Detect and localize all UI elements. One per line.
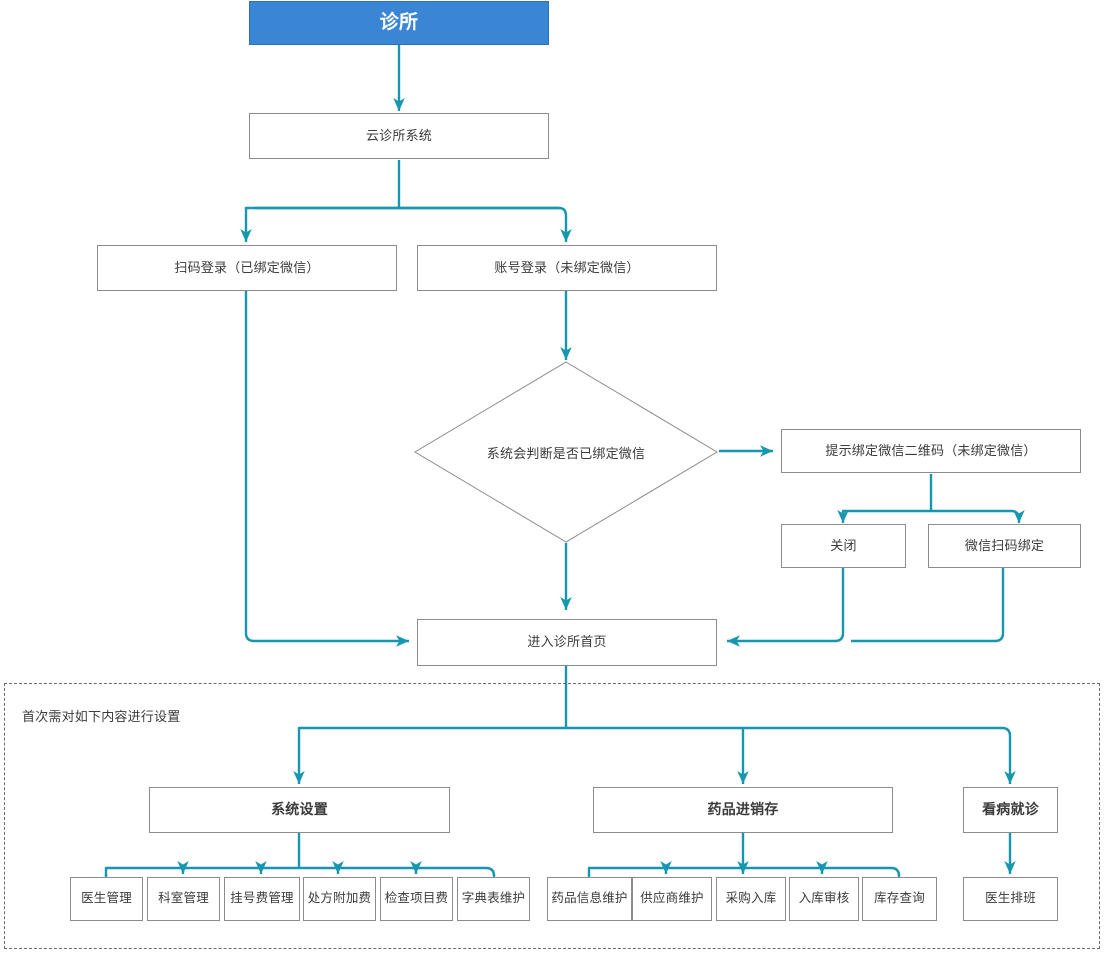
node-leaf-purchase-inbound[interactable]: 采购入库 (716, 877, 786, 921)
settings-group-container (4, 683, 1100, 949)
diamond-shape (414, 361, 718, 543)
node-leaf-department-management[interactable]: 科室管理 (147, 877, 220, 921)
node-leaf-inbound-review[interactable]: 入库审核 (789, 877, 859, 921)
node-qrcode-prompt[interactable]: 提示绑定微信二维码（未绑定微信） (781, 429, 1081, 473)
node-root[interactable]: 诊所 (249, 1, 549, 45)
node-section-drug-inventory[interactable]: 药品进销存 (593, 787, 893, 833)
node-leaf-prescription-surcharge[interactable]: 处方附加费 (303, 877, 376, 921)
node-leaf-supplier-maintenance[interactable]: 供应商维护 (632, 877, 712, 921)
decision-label: 系统会判断是否已绑定微信 (486, 445, 646, 461)
node-clinic-home[interactable]: 进入诊所首页 (417, 619, 717, 666)
node-leaf-stock-query[interactable]: 库存查询 (862, 877, 937, 921)
node-leaf-doctor-schedule[interactable]: 医生排班 (963, 877, 1058, 921)
node-leaf-examination-item-fee[interactable]: 检查项目费 (380, 877, 453, 921)
node-account-login[interactable]: 账号登录（未绑定微信） (417, 245, 717, 291)
node-section-consultation[interactable]: 看病就诊 (963, 787, 1058, 833)
settings-group-label: 首次需对如下内容进行设置 (22, 709, 181, 724)
node-scan-login[interactable]: 扫码登录（已绑定微信） (97, 245, 397, 291)
node-section-system-settings[interactable]: 系统设置 (149, 787, 450, 833)
node-leaf-doctor-management[interactable]: 医生管理 (70, 877, 143, 921)
node-close[interactable]: 关闭 (781, 524, 906, 568)
node-wechat-scan-bind[interactable]: 微信扫码绑定 (928, 524, 1081, 568)
node-leaf-drug-info-maintenance[interactable]: 药品信息维护 (547, 877, 632, 921)
node-leaf-registration-fee-management[interactable]: 挂号费管理 (224, 877, 300, 921)
node-cloud-clinic-system[interactable]: 云诊所系统 (249, 113, 549, 159)
node-leaf-dictionary-maintenance[interactable]: 字典表维护 (457, 877, 530, 921)
node-wechat-bind-decision[interactable]: 系统会判断是否已绑定微信 (414, 361, 718, 543)
